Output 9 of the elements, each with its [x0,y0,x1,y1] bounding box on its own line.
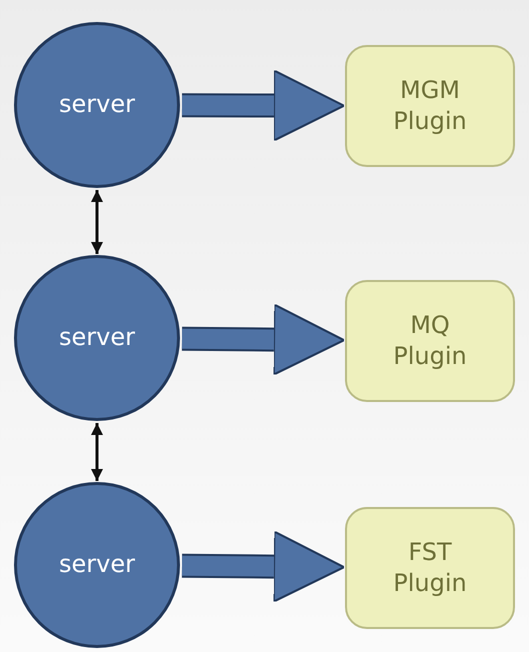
node-label: FST Plugin [392,536,468,599]
node-label: server [58,549,136,580]
plugin-box [345,45,515,167]
plugin-box [345,507,515,629]
node-label: MGM Plugin [392,74,468,137]
node-label: server [58,89,136,120]
node-label: MQ Plugin [392,310,468,372]
node-label: server [58,322,136,354]
plugin-box [345,280,515,402]
